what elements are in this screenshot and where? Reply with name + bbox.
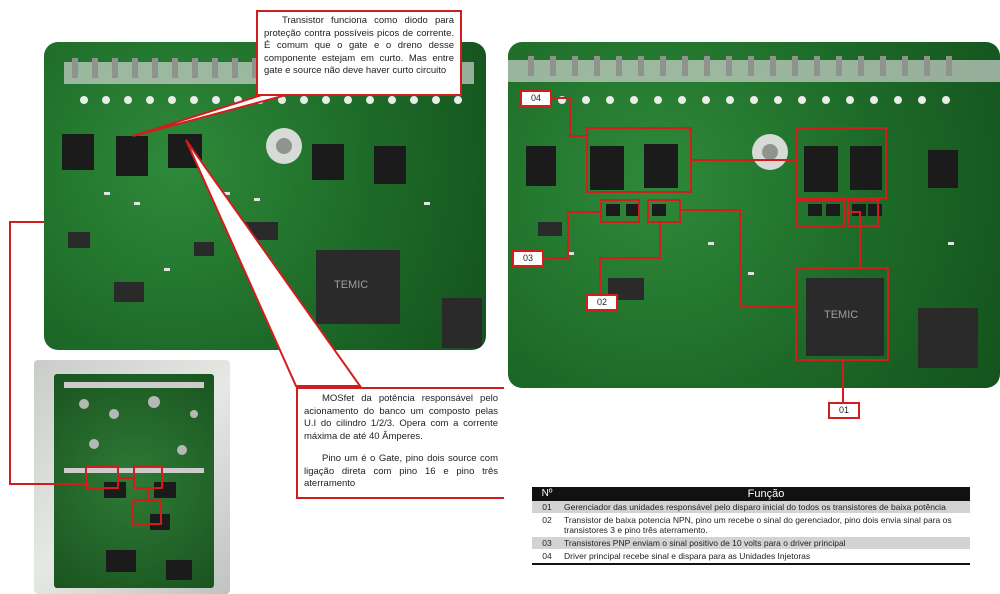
row-number: 02 <box>542 515 552 525</box>
tag-02: 02 <box>586 294 618 311</box>
row-text: Transistores PNP enviam o sinal positivo… <box>564 538 846 548</box>
table-row: 04 Driver principal recebe sinal e dispa… <box>532 550 970 563</box>
header-number: Nº <box>541 488 553 499</box>
row-text: Driver principal recebe sinal e dispara … <box>564 551 811 561</box>
table-row: 02 Transistor de baixa potencia NPN, pin… <box>532 514 970 537</box>
row-text: Gerenciador das unidades responsável pel… <box>564 502 946 512</box>
mosfet-callout-text-2: Pino um é o Gate, pino dois source com l… <box>304 453 498 489</box>
pcb-annotated-right-drawing: TEMIC <box>508 56 1000 368</box>
tag-01: 01 <box>828 402 860 419</box>
full-board-pcb <box>54 374 214 588</box>
pcb-annotated-photo-right: TEMIC <box>508 42 1000 388</box>
row-number: 04 <box>542 551 552 561</box>
function-table: Nº Função 01 Gerenciador das unidades re… <box>532 487 970 565</box>
table-row: 03 Transistores PNP enviam o sinal posit… <box>532 537 970 550</box>
row-text: Transistor de baixa potencia NPN, pino u… <box>564 515 952 535</box>
row-number: 03 <box>542 538 552 548</box>
chip-label-right: TEMIC <box>824 309 858 321</box>
tag-03: 03 <box>512 250 544 267</box>
transistor-callout-text: Transistor funciona como diodo para prot… <box>264 15 454 76</box>
row-number: 01 <box>542 502 552 512</box>
full-board-drawing <box>64 382 204 580</box>
tag-04: 04 <box>520 90 552 107</box>
chip-label-left: TEMIC <box>334 279 368 291</box>
table-footer-rule <box>532 563 970 565</box>
header-function: Função <box>747 488 785 500</box>
mosfet-callout-text-1: MOSfet da potência responsável pelo acio… <box>304 393 498 442</box>
table-row: 01 Gerenciador das unidades responsável … <box>532 501 970 514</box>
full-board-photo <box>34 360 230 594</box>
transistor-callout: Transistor funciona como diodo para prot… <box>256 10 462 96</box>
mosfet-callout: MOSfet da potência responsável pelo acio… <box>296 387 504 499</box>
table-header: Nº Função <box>532 487 970 501</box>
